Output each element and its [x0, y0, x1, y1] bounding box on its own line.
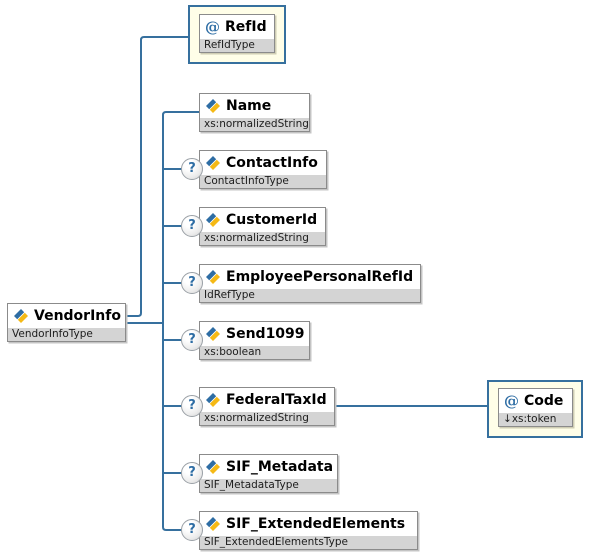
attribute-type-text: xs:token: [511, 413, 557, 425]
attribute-container-code: @ Code ↓xs:token: [487, 380, 583, 438]
attribute-at-icon: @: [504, 392, 519, 410]
element-node-sif-metadata[interactable]: SIF_Metadata SIF_MetadataType: [199, 454, 338, 493]
element-label: SIF_ExtendedElements: [226, 516, 406, 532]
element-type: xs:normalizedString: [200, 118, 309, 131]
element-title: Name: [200, 94, 309, 118]
element-type: xs:normalizedString: [200, 232, 325, 245]
attribute-at-icon: @: [205, 18, 220, 36]
element-label: Send1099: [226, 326, 305, 342]
attribute-title: @ RefId: [200, 15, 274, 39]
element-node-federaltaxid[interactable]: FederalTaxId xs:normalizedString: [199, 387, 335, 426]
element-node-send1099[interactable]: Send1099 xs:boolean: [199, 321, 310, 360]
element-node-customerid[interactable]: CustomerId xs:normalizedString: [199, 207, 326, 246]
element-icon: [205, 212, 221, 228]
element-icon: [13, 308, 29, 324]
element-title: SIF_Metadata: [200, 455, 337, 479]
attribute-type: ↓xs:token: [499, 413, 572, 426]
element-type: SIF_MetadataType: [200, 479, 337, 492]
element-label: EmployeePersonalRefId: [226, 269, 414, 285]
element-title: Send1099: [200, 322, 309, 346]
element-title: EmployeePersonalRefId: [200, 265, 420, 289]
attribute-title: @ Code: [499, 389, 572, 413]
element-title: SIF_ExtendedElements: [200, 512, 417, 536]
element-node-contactinfo[interactable]: ContactInfo ContactInfoType: [199, 150, 327, 189]
derived-arrow-icon: ↓: [503, 413, 512, 425]
element-title: VendorInfo: [8, 304, 125, 328]
attribute-type: RefIdType: [200, 39, 274, 52]
element-icon: [205, 269, 221, 285]
element-icon: [205, 459, 221, 475]
element-label: CustomerId: [226, 212, 318, 228]
element-label: Name: [226, 98, 272, 114]
element-icon: [205, 516, 221, 532]
element-type: ContactInfoType: [200, 175, 326, 188]
element-node-employeepersonalrefid[interactable]: EmployeePersonalRefId IdRefType: [199, 264, 421, 303]
optional-indicator-icon: ?: [181, 158, 203, 180]
element-label: SIF_Metadata: [226, 459, 334, 475]
optional-indicator-icon: ?: [181, 395, 203, 417]
element-type: SIF_ExtendedElementsType: [200, 536, 417, 549]
element-icon: [205, 98, 221, 114]
optional-indicator-icon: ?: [181, 272, 203, 294]
optional-indicator-icon: ?: [181, 462, 203, 484]
element-label: ContactInfo: [226, 155, 318, 171]
element-title: ContactInfo: [200, 151, 326, 175]
attribute-label: RefId: [225, 19, 267, 35]
element-node-sif-extendedelements[interactable]: SIF_ExtendedElements SIF_ExtendedElement…: [199, 511, 418, 550]
attribute-node-refid[interactable]: @ RefId RefIdType: [199, 14, 275, 53]
optional-indicator-icon: ?: [181, 519, 203, 541]
element-title: FederalTaxId: [200, 388, 334, 412]
element-icon: [205, 326, 221, 342]
element-type: IdRefType: [200, 289, 420, 302]
element-node-name[interactable]: Name xs:normalizedString: [199, 93, 310, 132]
element-type: VendorInfoType: [8, 328, 125, 341]
attribute-container-refid: @ RefId RefIdType: [188, 5, 286, 64]
element-icon: [205, 155, 221, 171]
element-title: CustomerId: [200, 208, 325, 232]
element-icon: [205, 392, 221, 408]
element-type: xs:normalizedString: [200, 412, 334, 425]
element-node-vendorinfo[interactable]: VendorInfo VendorInfoType: [7, 303, 126, 342]
element-label: FederalTaxId: [226, 392, 327, 408]
element-type: xs:boolean: [200, 346, 309, 359]
optional-indicator-icon: ?: [181, 329, 203, 351]
element-label: VendorInfo: [34, 308, 121, 324]
optional-indicator-icon: ?: [181, 215, 203, 237]
attribute-node-code[interactable]: @ Code ↓xs:token: [498, 388, 573, 427]
attribute-label: Code: [524, 393, 564, 409]
